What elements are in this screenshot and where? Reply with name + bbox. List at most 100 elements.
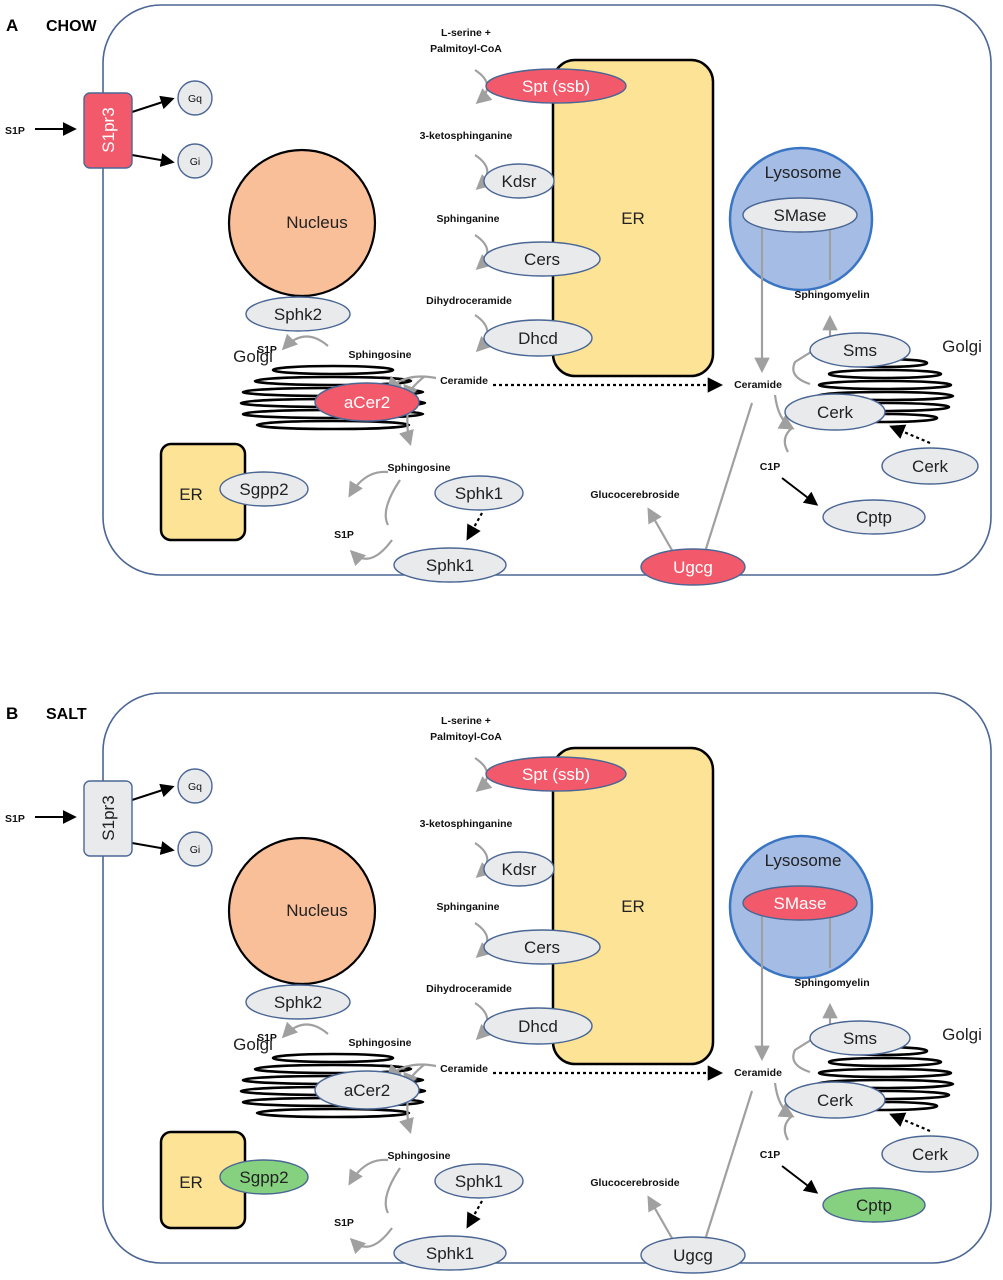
spt-label: Spt (ssb): [522, 77, 590, 96]
panel-condition: SALT: [46, 706, 87, 723]
spt-enzyme[interactable]: [485, 68, 627, 104]
sphingosine-golgi-label: Sphingosine: [349, 349, 412, 361]
sgpp2-label: Sgpp2: [239, 1168, 288, 1187]
gi-protein[interactable]: [177, 143, 213, 179]
golgi-right-label: Golgi: [942, 1025, 982, 1044]
kdsr-enzyme[interactable]: [483, 851, 555, 887]
sphk1-cytosolic-label: Sphk1: [455, 484, 503, 503]
nucleus: [227, 836, 377, 986]
cers-label: Cers: [524, 250, 560, 269]
smase-label: SMase: [774, 206, 827, 225]
glucocerebroside-label: Glucocerebroside: [590, 489, 679, 501]
sms-enzyme[interactable]: [809, 1020, 911, 1056]
dhcd-enzyme[interactable]: [483, 319, 593, 357]
kdsr-label: Kdsr: [502, 860, 537, 879]
sphingomyelin-label: Sphingomyelin: [794, 977, 869, 989]
s1p-outside-label: S1P: [5, 813, 25, 825]
lysosome-label: Lysosome: [765, 163, 842, 182]
cerk-golgi-enzyme[interactable]: [784, 393, 886, 431]
cerk-golgi-enzyme[interactable]: [784, 1081, 886, 1119]
nucleus: [227, 148, 377, 298]
sphk1-cytosolic-enzyme[interactable]: [434, 1163, 524, 1199]
dhcd-label: Dhcd: [518, 329, 558, 348]
er-main-label: ER: [621, 209, 645, 228]
gq-protein[interactable]: [177, 80, 213, 116]
sphk1-cytosolic-label: Sphk1: [455, 1172, 503, 1191]
cers-enzyme[interactable]: [483, 929, 601, 965]
er-small-label: ER: [179, 485, 203, 504]
gi-label: Gi: [190, 844, 201, 856]
nucleus-label: Nucleus: [286, 213, 347, 232]
dotted-arrows: [466, 1065, 931, 1229]
er-main: [551, 58, 715, 378]
ugcg-enzyme[interactable]: [640, 1236, 746, 1274]
cers-label: Cers: [524, 938, 560, 957]
palmitoyl-coa-label: Palmitoyl-CoA: [430, 731, 502, 743]
sms-enzyme[interactable]: [809, 332, 911, 368]
panel-letter: B: [6, 704, 18, 723]
sphk1-membrane-label: Sphk1: [426, 1244, 474, 1263]
lserine-label: L-serine +: [441, 715, 491, 727]
spt-label: Spt (ssb): [522, 765, 590, 784]
gq-label: Gq: [188, 93, 202, 105]
cptp-enzyme[interactable]: [822, 1187, 926, 1223]
signal-arrows: [35, 95, 819, 506]
panel-content: ER ER Nucleus Lysosome Golgi: [5, 4, 992, 586]
er-main: [551, 746, 715, 1066]
s1p-lower-label: S1P: [334, 1217, 354, 1229]
er-main-label: ER: [621, 897, 645, 916]
smase-label: SMase: [774, 894, 827, 913]
sgpp2-enzyme[interactable]: [219, 471, 309, 507]
ceramide-right-label: Ceramide: [734, 1067, 782, 1079]
sgpp2-enzyme[interactable]: [219, 1159, 309, 1195]
golgi-right-label: Golgi: [942, 337, 982, 356]
panel-letter: A: [6, 16, 18, 35]
panel-condition: CHOW: [46, 18, 98, 35]
s1p-golgi-label: S1P: [257, 1032, 277, 1044]
acer2-enzyme[interactable]: [314, 382, 420, 422]
glucocerebroside-label: Glucocerebroside: [590, 1177, 679, 1189]
sphk1-cytosolic-enzyme[interactable]: [434, 475, 524, 511]
ketosphinganine-label: 3-ketosphinganine: [420, 130, 513, 142]
gi-protein[interactable]: [177, 831, 213, 867]
kdsr-enzyme[interactable]: [483, 163, 555, 199]
gq-protein[interactable]: [177, 768, 213, 804]
ketosphinganine-label: 3-ketosphinganine: [420, 818, 513, 830]
ugcg-enzyme[interactable]: [640, 548, 746, 586]
lysosome-label: Lysosome: [765, 851, 842, 870]
gi-label: Gi: [190, 156, 201, 168]
cptp-label: Cptp: [856, 508, 892, 527]
panel-a: ER ER Nucleus Lysosome Golgi: [5, 4, 992, 586]
sms-label: Sms: [843, 341, 877, 360]
sphk1-membrane-enzyme[interactable]: [393, 547, 507, 583]
sphk1-membrane-label: Sphk1: [426, 556, 474, 575]
s1pr3-label: S1pr3: [99, 795, 118, 840]
gq-label: Gq: [188, 781, 202, 793]
sphk2-enzyme[interactable]: [245, 984, 351, 1020]
metabolite-labels: S1P L-serine + Palmitoyl-CoA 3-ketosphin…: [5, 715, 870, 1229]
cell-membrane: [102, 4, 992, 576]
acer2-enzyme[interactable]: [314, 1070, 420, 1110]
cerk-cytosolic-enzyme[interactable]: [881, 447, 979, 485]
cerk-cytosolic-enzyme[interactable]: [881, 1135, 979, 1173]
spt-enzyme[interactable]: [485, 756, 627, 792]
cptp-enzyme[interactable]: [822, 499, 926, 535]
smase-enzyme[interactable]: [742, 197, 858, 233]
sphk1-membrane-enzyme[interactable]: [393, 1235, 507, 1271]
c1p-label: C1P: [760, 461, 780, 473]
s1p-golgi-label: S1P: [257, 344, 277, 356]
s1p-outside-label: S1P: [5, 125, 25, 137]
ugcg-label: Ugcg: [673, 1246, 713, 1265]
sphk2-enzyme[interactable]: [245, 296, 351, 332]
golgi-left-label: Golgi: [233, 1035, 273, 1054]
s1pr3-receptor[interactable]: [83, 92, 133, 169]
s1pr3-receptor[interactable]: [83, 780, 133, 857]
sphinganine-label: Sphinganine: [437, 213, 500, 225]
cers-enzyme[interactable]: [483, 241, 601, 277]
ceramide-left-label: Ceramide: [440, 375, 488, 387]
smase-enzyme[interactable]: [742, 885, 858, 921]
sms-label: Sms: [843, 1029, 877, 1048]
enzymes: S1pr3 Gq Gi Spt (ssb) Kdsr Cers Dhcd Sph…: [83, 756, 979, 1274]
dhcd-enzyme[interactable]: [483, 1007, 593, 1045]
